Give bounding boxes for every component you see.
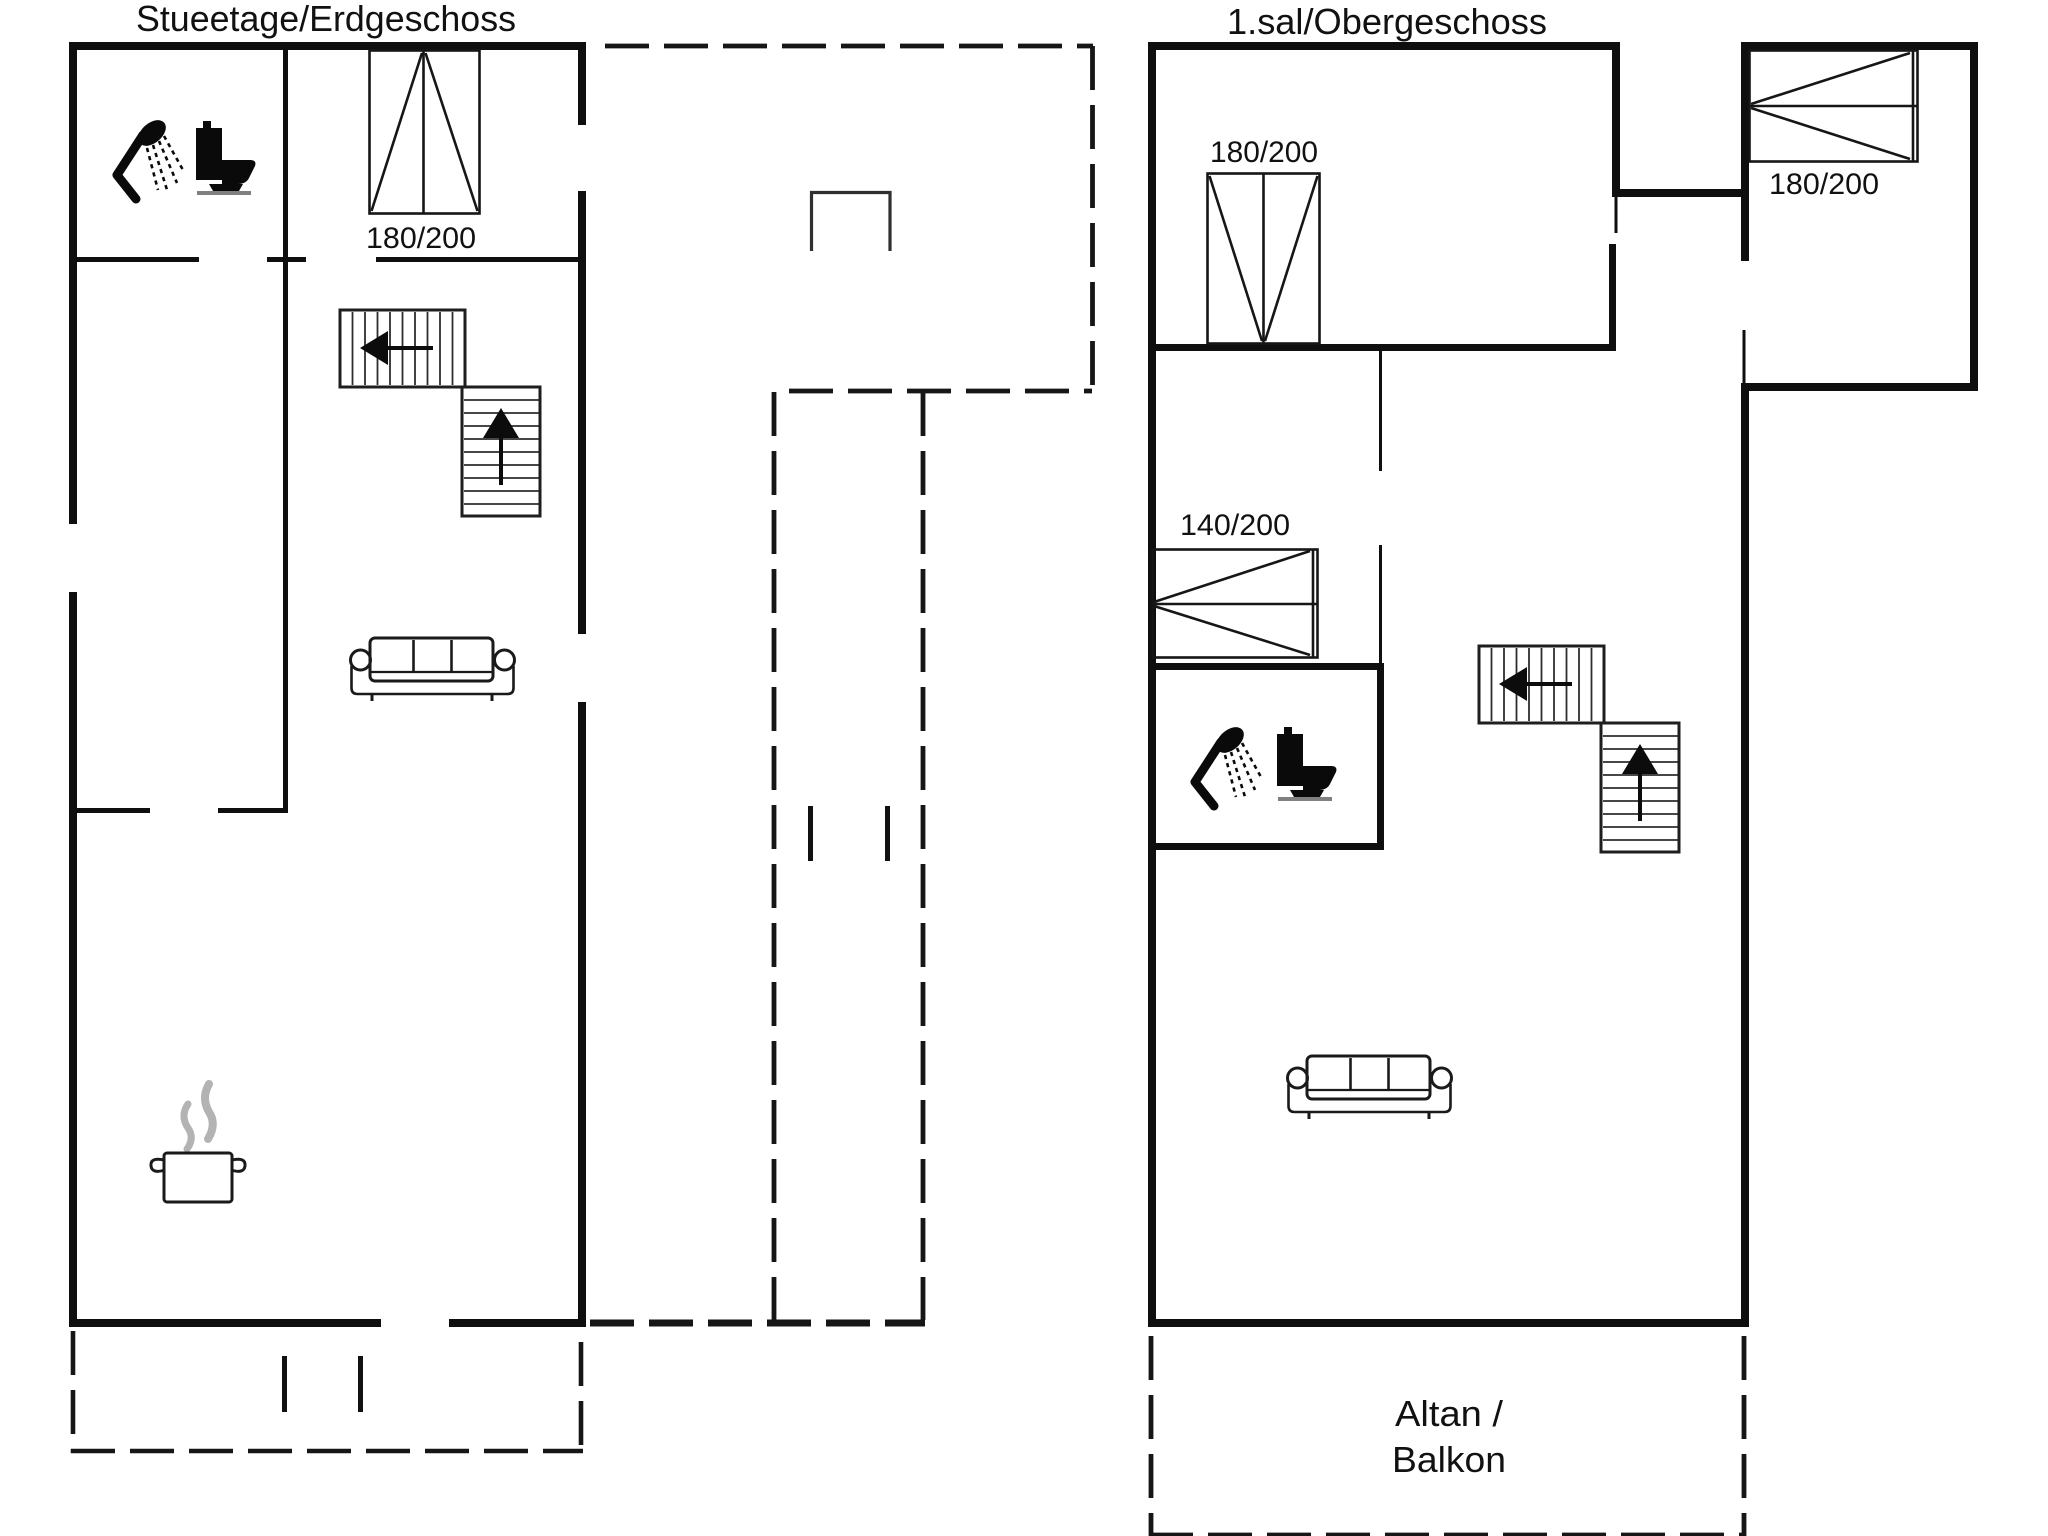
svg-text:Stueetage/Erdgeschoss: Stueetage/Erdgeschoss: [136, 0, 516, 39]
svg-text:180/200: 180/200: [1769, 168, 1879, 201]
svg-text:140/200: 140/200: [1180, 509, 1290, 542]
svg-text:Balkon: Balkon: [1392, 1439, 1506, 1480]
svg-text:1.sal/Obergeschoss: 1.sal/Obergeschoss: [1227, 1, 1547, 42]
svg-text:Altan /: Altan /: [1395, 1393, 1503, 1434]
svg-text:180/200: 180/200: [366, 222, 476, 255]
svg-text:180/200: 180/200: [1210, 136, 1318, 169]
